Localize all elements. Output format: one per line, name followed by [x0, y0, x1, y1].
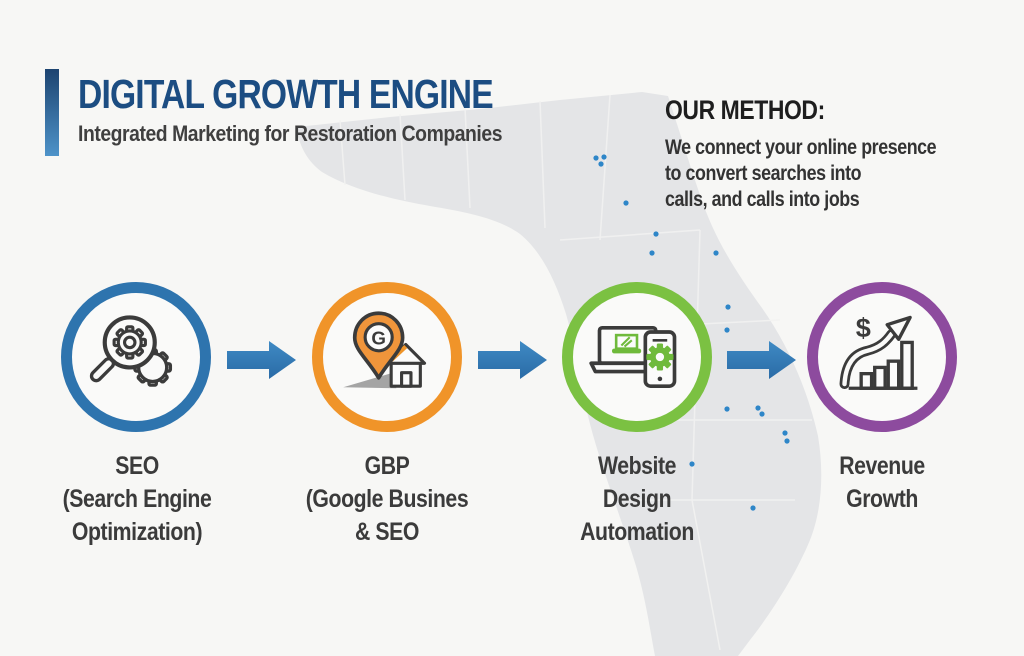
map-dot	[724, 327, 730, 333]
step-circle-website	[562, 282, 712, 432]
flow-arrow-icon	[227, 341, 296, 379]
label-line: Website	[597, 452, 677, 480]
map-dot	[750, 505, 756, 511]
step-circle-seo	[61, 282, 211, 432]
label-line: GBP	[364, 452, 410, 480]
map-dot	[623, 200, 629, 206]
dollar-sign: $	[856, 312, 871, 343]
method-heading: OUR METHOD:	[665, 95, 825, 125]
step-label-website: Website Design Automation	[527, 450, 747, 549]
pin-shadow	[343, 372, 397, 389]
label-line: Optimization)	[71, 518, 203, 546]
magnifier-gears-icon	[89, 315, 173, 387]
map-dot	[653, 231, 659, 237]
label-line: Growth	[846, 485, 918, 513]
method-line: calls, and calls into jobs	[665, 188, 860, 211]
step-label-gbp: GBP (Google Busines & SEO	[277, 450, 497, 549]
map-dot	[593, 155, 599, 161]
google-map-pin-house-icon: G	[343, 311, 427, 389]
flow-arrow-icon	[727, 341, 796, 379]
method-line: We connect your online presence	[665, 136, 937, 159]
pin-letter: G	[371, 328, 386, 349]
step-label-seo: SEO (Search Engine Optimization)	[27, 450, 247, 549]
map-dot	[601, 154, 607, 160]
label-line: Revenue	[839, 452, 925, 480]
label-line: Design	[602, 485, 672, 513]
label-line: Automation	[580, 518, 694, 546]
growth-chart-arrow-icon: $	[839, 312, 918, 390]
map-dot	[725, 304, 731, 310]
label-line: (Search Engine	[62, 485, 212, 513]
map-dot	[713, 250, 719, 256]
method-block: OUR METHOD: We connect your online prese…	[665, 95, 984, 213]
map-dot	[649, 250, 655, 256]
map-dot	[724, 406, 730, 412]
method-line: to convert searches into	[665, 162, 862, 185]
accent-bar	[45, 69, 59, 156]
map-dot	[784, 438, 790, 444]
map-dot	[782, 430, 788, 436]
flow-arrow-icon	[478, 341, 547, 379]
step-circle-gbp: G	[312, 282, 462, 432]
label-line: (Google Busines	[305, 485, 469, 513]
label-line: & SEO	[354, 518, 419, 546]
step-circle-revenue: $	[807, 282, 957, 432]
laptop-phone-gear-icon	[589, 326, 677, 388]
map-dot	[598, 161, 604, 167]
step-label-revenue: Revenue Growth	[772, 450, 992, 516]
map-dot	[755, 405, 761, 411]
page-title: DIGITAL GROWTH ENGINE	[78, 71, 494, 117]
page-subtitle: Integrated Marketing for Restoration Com…	[78, 121, 503, 146]
map-dot	[759, 411, 765, 417]
label-line: SEO	[115, 452, 159, 480]
